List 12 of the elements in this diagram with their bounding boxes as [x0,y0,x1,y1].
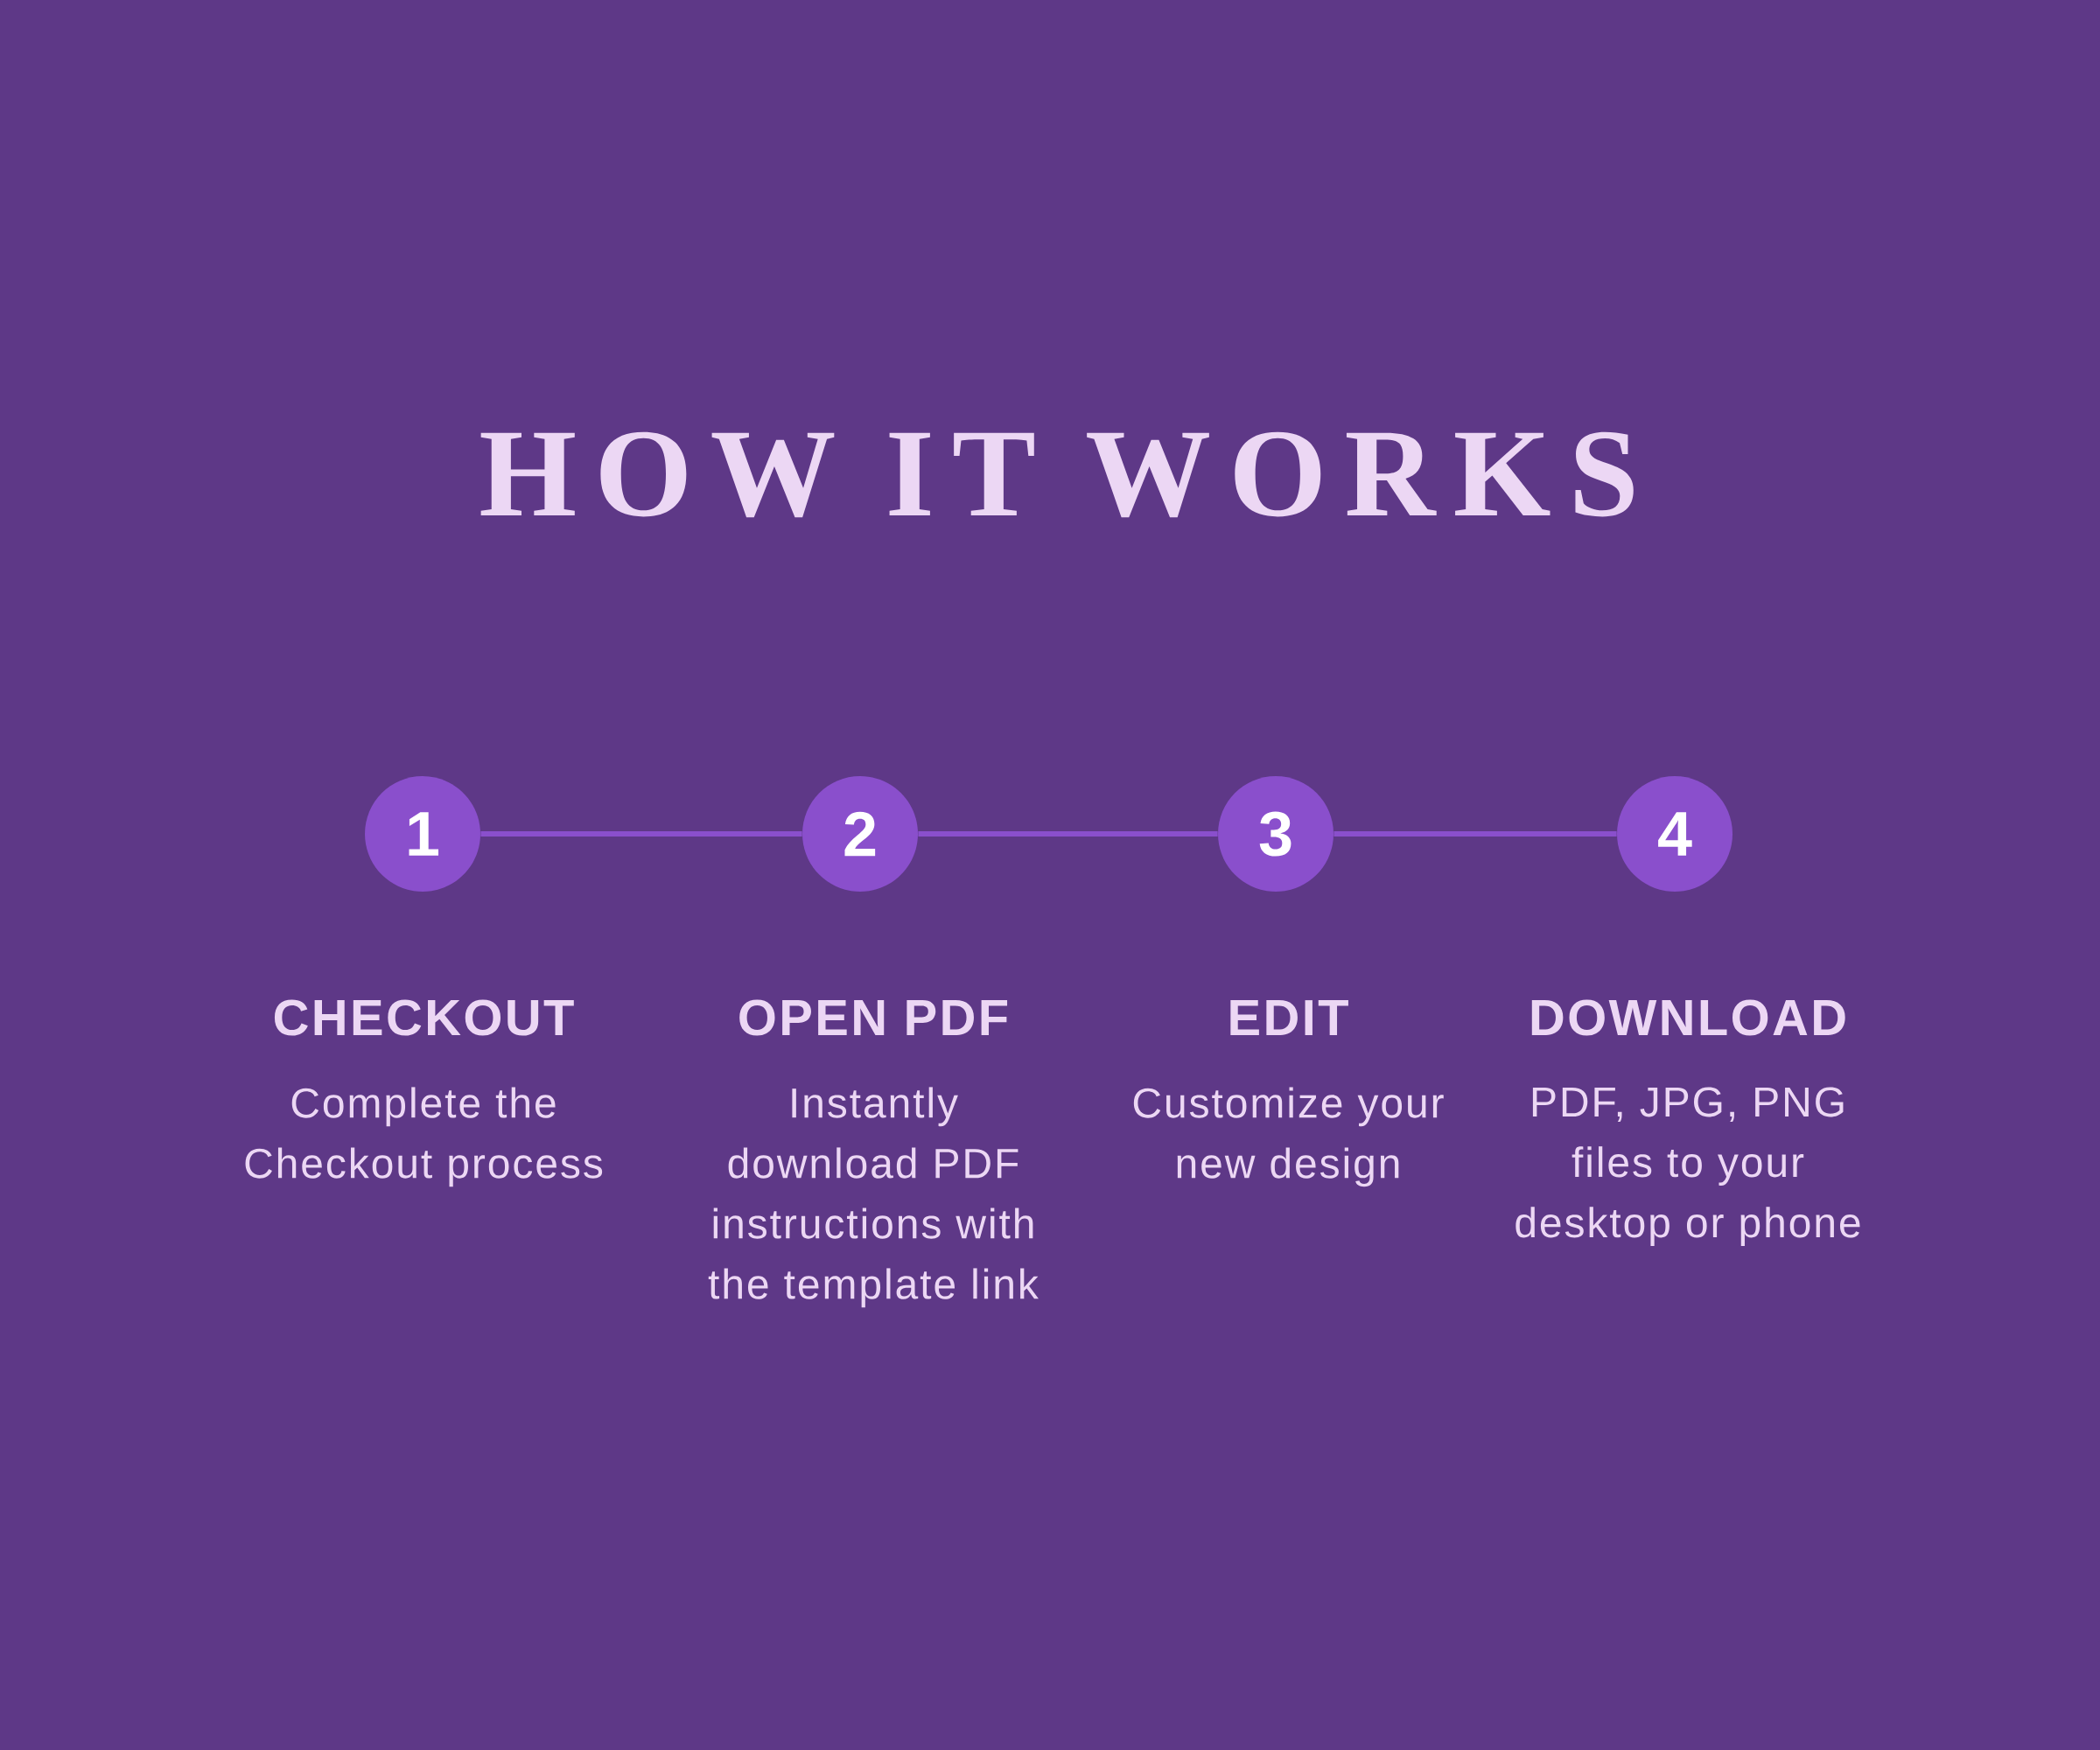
step-description: Instantly download PDF instructions with the template link [708,1087,1039,1308]
connector-line [918,831,1218,836]
connector-line [1334,831,1617,836]
step-heading: EDIT [1230,1000,1348,1035]
step-heading: OPEN PDF [739,999,1008,1036]
connector-line [480,831,802,836]
step-heading: DOWNLOAD [1531,999,1845,1036]
step-heading: CHECKOUT [274,999,574,1036]
step-description: PDF, JPG, PNG files to your desktop or phone [1516,1087,1860,1246]
title: HOW IT WORKS [480,431,1634,518]
step-description: Complete the Checkout process [245,1087,603,1187]
step-description: Customize your new design [1133,1087,1444,1187]
